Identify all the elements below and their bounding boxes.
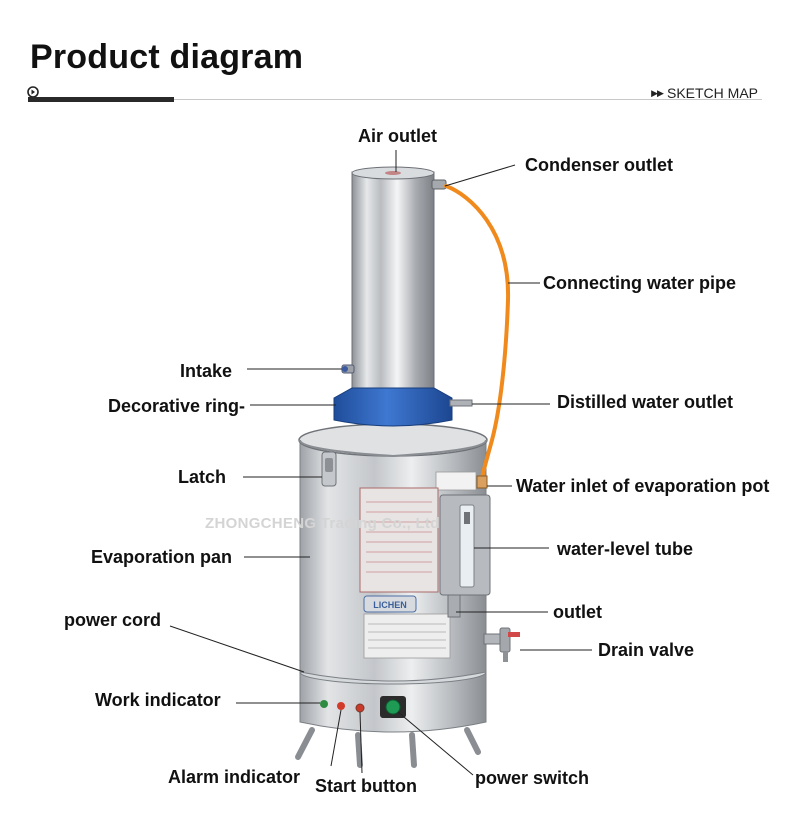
label-decorative-ring: Decorative ring- — [108, 396, 246, 416]
leg-front-right — [409, 732, 417, 768]
brand-logo — [363, 595, 417, 613]
condenser-outlet-nozzle — [431, 179, 447, 190]
label-work-indicator: Work indicator — [95, 690, 221, 710]
leg-front-left — [355, 732, 363, 768]
connecting-water-pipe — [444, 184, 511, 480]
label-latch: Latch — [178, 467, 227, 487]
page-title: Product diagram — [30, 38, 304, 76]
label-connecting-water-pipe: Connecting water pipe — [543, 273, 737, 293]
decorative-ring — [333, 387, 453, 427]
label-power-switch: power switch — [475, 768, 590, 788]
header-divider-accent — [28, 97, 174, 102]
water-inlet-fitting — [476, 475, 488, 489]
leg-left — [295, 727, 315, 760]
pot-lid — [298, 423, 488, 457]
label-start-button: Start button — [315, 776, 417, 796]
header-divider — [28, 99, 762, 100]
label-distilled-water-outlet: Distilled water outlet — [557, 392, 734, 412]
watermark: ZHONGCHENG Trading Co., Ltd — [205, 515, 440, 532]
work-indicator-light — [320, 700, 328, 708]
condenser-column — [351, 171, 435, 391]
label-power-cord: power cord — [64, 610, 162, 630]
start-button-knob — [355, 703, 365, 713]
distilled-water-outlet-nozzle — [449, 399, 473, 407]
sketch-map-label: ▶▶ SKETCH MAP — [651, 85, 758, 101]
label-evaporation-pan: Evaporation pan — [91, 547, 233, 567]
label-outlet: outlet — [553, 602, 602, 622]
label-water-level-tube: water-level tube — [557, 539, 694, 559]
label-alarm-indicator: Alarm indicator — [168, 767, 301, 787]
leg-right — [464, 727, 481, 755]
label-condenser-outlet: Condenser outlet — [525, 155, 674, 175]
spec-plate — [363, 613, 451, 659]
power-switch-button — [385, 699, 401, 715]
label-intake: Intake — [180, 361, 233, 381]
label-drain-valve: Drain valve — [598, 640, 695, 660]
warning-sticker — [435, 471, 477, 491]
label-air-outlet: Air outlet — [358, 126, 437, 146]
sketch-map-text: SKETCH MAP — [666, 85, 758, 101]
front-decal — [359, 487, 439, 593]
leader-lines — [169, 150, 592, 776]
alarm-indicator-light — [337, 702, 345, 710]
double-arrow-icon: ▶▶ — [651, 87, 664, 98]
brand-logo-text: LICHEN — [373, 600, 407, 610]
water-level-tube — [459, 504, 475, 588]
outlet-pipe — [447, 594, 461, 618]
label-water-inlet: Water inlet of evaporation pot — [516, 476, 770, 496]
